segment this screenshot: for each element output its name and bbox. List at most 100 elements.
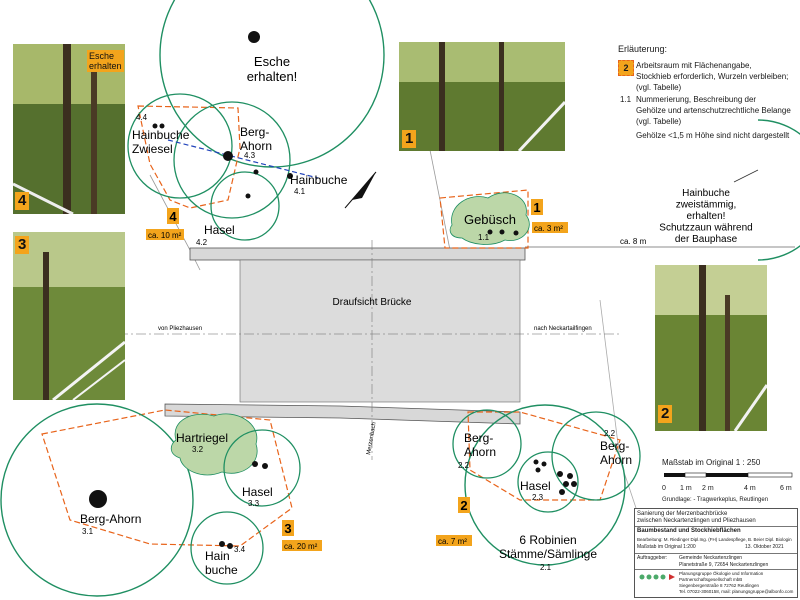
bridge-label: Draufsicht Brücke [333, 297, 412, 308]
tree-trunk [252, 461, 258, 467]
tree-canopy-4-4 [127, 93, 233, 199]
legend-swatch: 2 [618, 60, 634, 76]
scale-tick: 2 m [702, 485, 714, 492]
tree-trunk [287, 173, 293, 179]
legend-item2-key: 1.1 [620, 95, 632, 104]
bridge-deck [239, 259, 521, 403]
label-hasel-4-2: Hasel [204, 223, 235, 237]
label-4-2-id: 4.2 [196, 238, 208, 247]
tree-trunk [567, 473, 573, 479]
scale-tick: 1 m [680, 485, 692, 492]
label-hasel-2-3: Hasel [520, 479, 551, 493]
label-berg-ahorn-2-2a: Berg-Ahorn [464, 431, 496, 459]
photo-image [13, 232, 125, 400]
photo-tag: Esche erhalten [87, 50, 124, 72]
legend-title: Erläuterung: [618, 44, 668, 54]
tree-trunk [253, 169, 259, 175]
bridge-top-beam [189, 247, 526, 261]
terrain-line [599, 299, 641, 521]
from-pliezhausen: von Pliezhausen [158, 326, 202, 332]
area-2-size-bg [436, 535, 472, 546]
label-hainbuche-4-1: Hainbuche [290, 173, 348, 187]
label-4-1-id: 4.1 [294, 187, 306, 196]
photo-area-3: 3 [13, 232, 125, 400]
tree-canopy-2-3 [517, 451, 579, 513]
tree-trunk [563, 481, 569, 487]
photo-badge: 1 [402, 130, 417, 148]
bridge-bottom-beam [164, 403, 521, 425]
legend-item1-text: Arbeitsraum mit Flächenangabe, Stockhieb… [636, 61, 789, 92]
scale-tick: 4 m [744, 485, 756, 492]
tree-trunk [487, 229, 493, 235]
scale-graphic [664, 472, 793, 478]
ca8m-label: ca. 8 m [620, 237, 647, 246]
area-3-size: ca. 20 m² [284, 542, 318, 551]
area-4-badge: 4 [169, 209, 177, 224]
area-1-badge-bg [531, 199, 543, 215]
area-1-size-bg [532, 222, 568, 233]
label-berg-ahorn-4-3: Berg-Ahorn [240, 125, 272, 153]
label-3-3-id: 3.3 [248, 499, 260, 508]
scale-tick: 6 m [780, 485, 792, 492]
area-4-size: ca. 10 m² [148, 231, 182, 240]
tree-trunk [559, 489, 565, 495]
title-client-label: Auftraggeber: [637, 555, 668, 561]
title-client: Gemeinde Neckartenzlingen Planetstraße 9… [679, 555, 769, 568]
root-line-blue [167, 139, 319, 179]
shrub-gebusch [449, 192, 530, 245]
label-3-2-id: 3.2 [192, 445, 204, 454]
scale-source: Grundlage: - Tragwerkeplus, Reutlingen [662, 497, 769, 503]
area-2-badge: 2 [460, 498, 467, 513]
title-block: Sanierung der Merzenbachbrücke zwischen … [634, 508, 798, 598]
photo-area-1: 1 [399, 42, 565, 151]
area-3-size-bg [282, 540, 322, 551]
photo-area-4: Esche erhalten 4 [13, 44, 125, 214]
area-4-size-bg [146, 229, 184, 240]
photo-area-2: 2 [655, 265, 767, 431]
tree-trunk [541, 461, 547, 467]
label-2-2a-id: 2.2 [458, 461, 470, 470]
photo-badge: 3 [15, 236, 30, 254]
scale-bar: Maßstab im Original 1 : 250 0 1 m 2 m 4 … [662, 458, 798, 503]
label-gebusch: Gebüsch [464, 212, 516, 227]
tree-trunk [262, 463, 268, 469]
area-3-badge-bg [282, 520, 294, 536]
tree-canopy-right-edge [757, 119, 800, 261]
tree-canopy-3-1 [0, 403, 194, 597]
north-arrow-icon-shaft [344, 171, 377, 209]
label-berg-ahorn-2-2b: Berg-Ahorn [600, 439, 632, 467]
tree-canopy-4-2 [210, 171, 280, 241]
office-logo-icon [639, 574, 675, 580]
title-office: Planungsgruppe Ökologie und Information … [679, 571, 794, 594]
legend-item-numbering: 1.1 Nummerierung, Beschreibung der Gehöl… [618, 94, 798, 134]
label-2-3-id: 2.3 [532, 493, 544, 502]
label-berg-ahorn-3-1: Berg-Ahorn [80, 512, 141, 526]
photo-badge: 2 [658, 405, 673, 423]
tree-trunk [513, 230, 519, 236]
label-hasel-3-3: Hasel [242, 485, 273, 499]
label-4-4-id: 4.4 [136, 113, 148, 122]
tree-canopy-esche [159, 0, 385, 168]
area-1-badge: 1 [533, 200, 540, 215]
label-2-2b-id: 2.2 [604, 429, 616, 438]
title-subject: Baumbestand und Stockhiebflächen [637, 528, 741, 534]
scale-title: Maßstab im Original 1 : 250 [662, 458, 761, 467]
legend-note: Gehölze <1,5 m Höhe sind nicht dargestel… [636, 131, 790, 140]
title-scale: Maßstab im Original 1:200 [637, 544, 696, 550]
tree-trunk-esche [248, 31, 260, 43]
work-area-3 [41, 409, 293, 547]
label-1-1-id: 1.1 [478, 233, 490, 242]
to-neckartailfingen: nach Neckartailfingen [534, 326, 592, 332]
label-hartriegel: Hartriegel [176, 431, 228, 445]
tree-trunk-3-1 [89, 490, 107, 508]
scale-tick: 0 [662, 485, 666, 492]
tree-trunk [245, 193, 251, 199]
area-4-badge-bg [167, 208, 179, 224]
label-4-3-id: 4.3 [244, 151, 256, 160]
label-3-1-id: 3.1 [82, 527, 94, 536]
